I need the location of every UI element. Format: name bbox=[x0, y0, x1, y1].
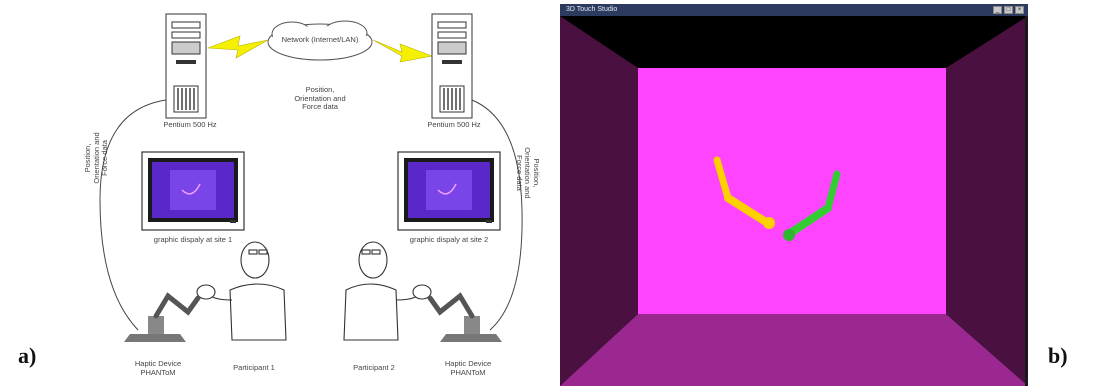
haptic-device-left bbox=[124, 292, 201, 342]
network-diagram bbox=[99, 13, 523, 342]
panel-label-b: b) bbox=[1048, 343, 1068, 368]
right-side-data-label: Position, Orientation and Force data bbox=[514, 147, 541, 199]
pc-tower-left bbox=[165, 13, 207, 119]
participant-2-figure bbox=[343, 241, 432, 341]
network-cloud bbox=[267, 20, 373, 61]
haptic-left-label: Haptic Device PHANToM bbox=[134, 359, 182, 377]
pc-right-label: Pentium 500 Hz bbox=[427, 120, 481, 129]
pc-tower-right bbox=[431, 13, 473, 119]
floor bbox=[560, 314, 1028, 386]
back-wall bbox=[638, 68, 946, 314]
haptic-device-right bbox=[427, 292, 502, 342]
haptic-right-label: Haptic Device PHANToM bbox=[444, 359, 492, 377]
monitor-left bbox=[141, 151, 245, 231]
ceiling bbox=[560, 16, 1028, 68]
close-icon[interactable]: × bbox=[1015, 6, 1024, 14]
maximize-icon[interactable]: □ bbox=[1004, 6, 1013, 14]
yellow-haptic-arm bbox=[713, 156, 775, 229]
3d-scene[interactable] bbox=[560, 16, 1028, 386]
participant-1-figure bbox=[196, 241, 287, 341]
center-data-label: Position, Orientation and Force data bbox=[294, 85, 346, 112]
participant-1-label: Participant 1 bbox=[233, 363, 275, 372]
lightning-left-icon bbox=[207, 35, 269, 59]
panel-label-a: a) bbox=[18, 343, 37, 368]
pc-left-label: Pentium 500 Hz bbox=[163, 120, 217, 129]
participant-2-label: Participant 2 bbox=[353, 363, 395, 372]
app-window: 3D Touch Studio _ □ × bbox=[560, 4, 1028, 386]
window-titlebar[interactable]: 3D Touch Studio _ □ × bbox=[560, 4, 1028, 16]
window-title: 3D Touch Studio bbox=[566, 6, 618, 13]
left-side-data-label: Position, Orientation and Force data bbox=[83, 132, 110, 184]
right-wall bbox=[946, 16, 1028, 386]
display-right-label: graphic dispaly at site 2 bbox=[409, 235, 489, 244]
minimize-icon[interactable]: _ bbox=[993, 6, 1002, 14]
green-haptic-arm bbox=[783, 170, 841, 241]
monitor-right bbox=[397, 151, 501, 231]
left-wall bbox=[560, 16, 638, 386]
lightning-right-icon bbox=[372, 39, 434, 63]
network-label: Network (Internet/LAN) bbox=[281, 35, 359, 44]
display-left-label: graphic dispaly at site 1 bbox=[153, 235, 233, 244]
window-right-border bbox=[1025, 16, 1028, 386]
